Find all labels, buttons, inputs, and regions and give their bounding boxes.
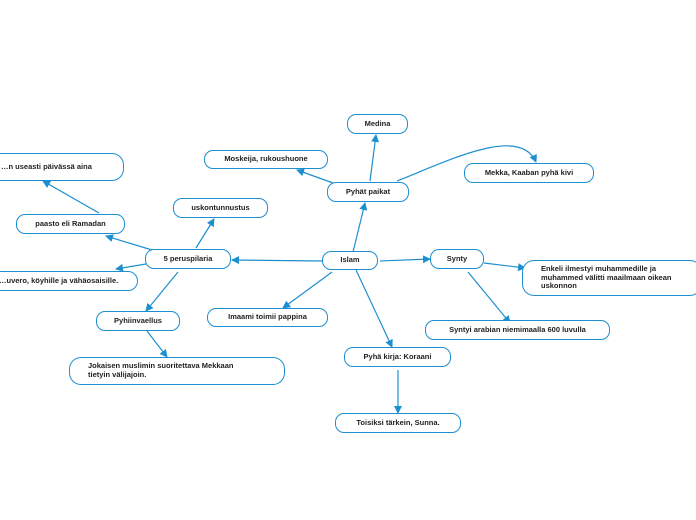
jokaisen-text: Jokaisen muslimin suoritettava Mekkaan t…: [88, 361, 234, 379]
edge-islam-peruspilaria: [231, 256, 323, 265]
node-islam[interactable]: Islam: [322, 251, 378, 270]
node-syntyi[interactable]: Syntyi arabian niemimaalla 600 luvulla: [425, 320, 610, 340]
node-mekka[interactable]: Mekka, Kaaban pyhä kivi: [464, 163, 594, 183]
edge-islam-koraani: [355, 269, 393, 348]
node-uskontunnustus[interactable]: uskontunnustus: [173, 198, 268, 218]
node-5-peruspilaria[interactable]: 5 peruspilaria: [145, 249, 231, 269]
rukous-text: …n useasti päivässä aina: [1, 161, 92, 171]
node-enkeli[interactable]: Enkeli ilmestyi muhammedille ja muhammed…: [522, 260, 696, 296]
node-rukous[interactable]: …n useasti päivässä aina: [0, 153, 124, 181]
node-pyhiinvaellus[interactable]: Pyhiinvaellus: [96, 311, 180, 331]
edge-synty-syntyi: [467, 271, 511, 324]
almuvero-text: …uvero, köyhille ja vähäosaisille.: [0, 275, 119, 285]
edge-synty-enkeli: [483, 262, 526, 272]
edge-peruspilaria-almuvero: [115, 263, 147, 272]
edge-paasto-rukous: [42, 180, 100, 214]
edge-peruspilaria-pyhiinvaellus: [145, 271, 179, 312]
node-almuvero[interactable]: …uvero, köyhille ja vähäosaisille.: [0, 271, 138, 291]
node-paasto[interactable]: paasto eli Ramadan: [16, 214, 125, 234]
edge-pyhat-medina: [369, 134, 380, 182]
node-pyhat-paikat[interactable]: Pyhät paikat: [327, 182, 409, 202]
node-synty[interactable]: Synty: [430, 249, 484, 269]
edge-islam-synty: [379, 255, 431, 264]
edge-islam-imaami: [282, 271, 333, 309]
node-moskeija[interactable]: Moskeija, rukoushuone: [204, 150, 328, 169]
edge-pyhiinvaellus-jokaisen: [146, 330, 168, 358]
edge-peruspilaria-paasto: [105, 234, 153, 251]
edge-islam-pyhat-paikat: [352, 202, 368, 253]
node-sunna[interactable]: Toisiksi tärkein, Sunna.: [335, 413, 461, 433]
node-jokaisen[interactable]: Jokaisen muslimin suoritettava Mekkaan t…: [69, 357, 285, 385]
enkeli-text: Enkeli ilmestyi muhammedille ja muhammed…: [541, 264, 672, 291]
edge-peruspilaria-uskontunnustus: [195, 218, 215, 249]
edge-pyhat-moskeija: [296, 168, 334, 184]
node-koraani[interactable]: Pyhä kirja: Koraani: [344, 347, 451, 367]
edge-pyhat-mekka: [396, 145, 537, 182]
node-imaami[interactable]: Imaami toimii pappina: [207, 308, 328, 327]
node-medina[interactable]: Medina: [347, 114, 408, 134]
